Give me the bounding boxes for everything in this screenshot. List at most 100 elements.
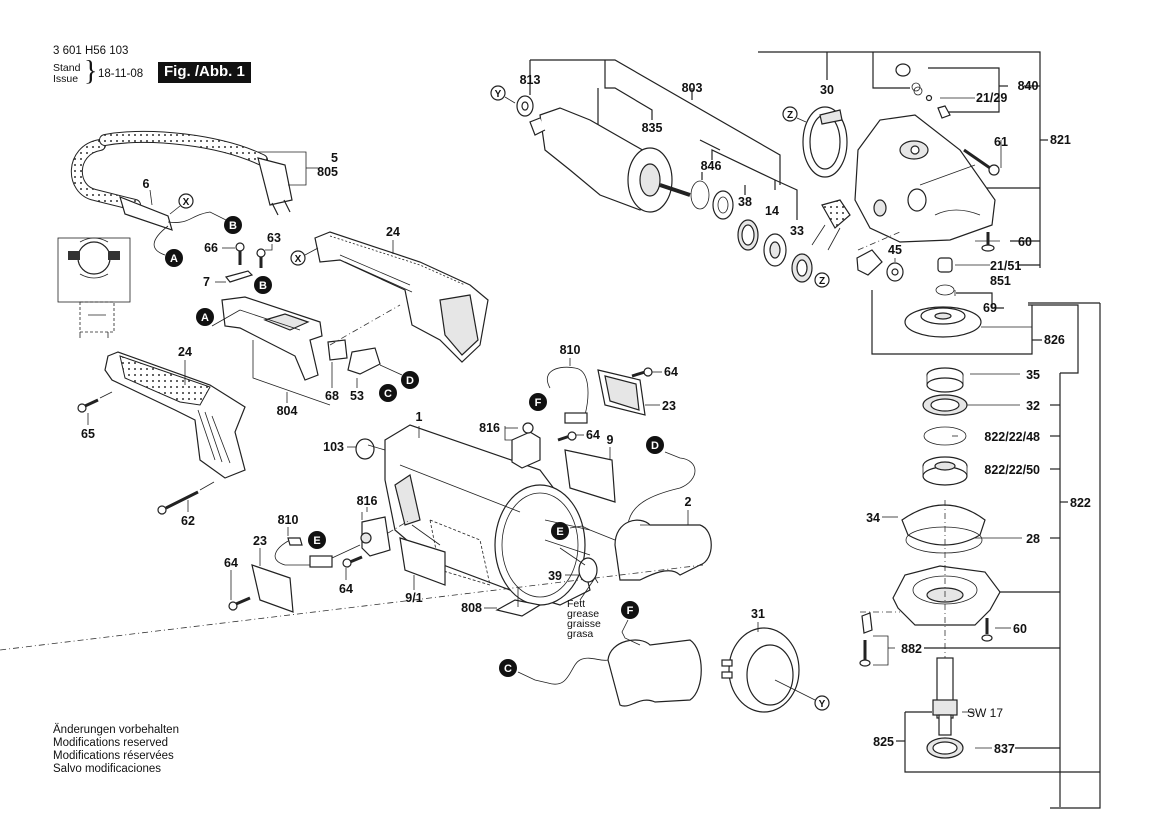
screw-66 [235, 242, 245, 265]
connector-b-mid: B [254, 276, 272, 294]
part-label-32: 32 [1026, 399, 1040, 413]
circlip-69 [935, 284, 955, 296]
power-cable [70, 130, 293, 256]
part-label-60-top: 60 [1018, 235, 1032, 249]
svg-text:E: E [313, 535, 320, 547]
part-label-68: 68 [325, 389, 339, 403]
screw-65 [77, 398, 99, 413]
part-label-28: 28 [1026, 532, 1040, 546]
svg-text:C: C [384, 388, 392, 400]
connector-c-lower: C [499, 659, 517, 677]
document-number: 3 601 H56 103 [53, 45, 129, 57]
issue-date: 18-11-08 [98, 68, 144, 80]
part-label-34: 34 [866, 511, 880, 525]
cap-840 [895, 63, 951, 119]
part-label-826: 826 [1044, 333, 1065, 347]
part-103 [355, 438, 386, 460]
part-label-837: 837 [994, 742, 1015, 756]
brush-holder-816-top [511, 422, 541, 469]
connector-a-mid: A [196, 308, 214, 326]
svg-text:X: X [183, 197, 190, 208]
part-label-2: 2 [685, 495, 692, 509]
sleeve-21-51 [937, 257, 953, 273]
part-label-813: 813 [520, 73, 541, 87]
part-label-1: 1 [416, 410, 423, 424]
grease-note-fr: graisse [567, 618, 601, 630]
screw-60-top [981, 232, 995, 252]
part-label-851: 851 [990, 274, 1011, 288]
set-882 [859, 612, 895, 667]
spindle-stack-bracket-lines [871, 290, 1101, 809]
brush-cover-23-left [251, 564, 294, 613]
part-label-835: 835 [642, 121, 663, 135]
part-label-840: 840 [1018, 79, 1039, 93]
connector-b-top: B [224, 216, 242, 234]
nut-45 [886, 262, 904, 282]
part-label-66: 66 [204, 241, 218, 255]
wrench-size-label: SW 17 [967, 706, 1003, 720]
part-label-21-51: 21/51 [990, 259, 1021, 273]
part-label-61: 61 [994, 135, 1008, 149]
svg-text:F: F [627, 605, 634, 617]
bushing-39 [559, 547, 598, 583]
svg-text:A: A [170, 253, 178, 265]
reference-marker-x-cable: X [169, 193, 194, 215]
brace-symbol: } [84, 56, 98, 87]
bearing-35 [926, 367, 964, 393]
part-label-62: 62 [181, 514, 195, 528]
disclaimer-en: Modifications reserved [53, 737, 169, 749]
part-label-810-top: 810 [560, 343, 581, 357]
svg-text:C: C [504, 663, 512, 675]
connector-d-right: D [646, 436, 664, 454]
bevel-gear-30 [802, 106, 848, 178]
part-label-38: 38 [738, 195, 752, 209]
screw-60-bottom [981, 618, 993, 642]
bevel-gear-826 [904, 306, 982, 338]
pinion [856, 249, 883, 276]
label-9 [564, 449, 616, 503]
svg-text:Y: Y [495, 89, 502, 100]
part-label-35: 35 [1026, 368, 1040, 382]
part-label-805: 805 [317, 165, 338, 179]
screw-64-b [557, 431, 577, 442]
clamp-7 [224, 270, 254, 283]
svg-text:Y: Y [819, 699, 826, 710]
svg-text:A: A [201, 312, 209, 324]
grease-note: Fett grease graisse grasa [567, 598, 601, 640]
reference-marker-y-bottom: Y [774, 679, 830, 711]
carbon-brush-810-left [274, 537, 333, 568]
clamping-nut-837 [926, 737, 964, 759]
flange-822 [892, 565, 1001, 626]
guard-ring-34 [901, 504, 986, 546]
bearing-822-22-50 [922, 456, 968, 486]
cable-label-bracket [258, 151, 318, 186]
part-label-24-bottom: 24 [178, 345, 192, 359]
svg-text:D: D [406, 375, 414, 387]
svg-text:F: F [535, 397, 542, 409]
svg-text:E: E [556, 526, 563, 538]
part-label-14: 14 [765, 204, 779, 218]
screw-63 [256, 248, 266, 268]
field-coil-lower [607, 639, 702, 707]
switch-assembly [221, 296, 381, 381]
part-label-30: 30 [820, 83, 834, 97]
part-label-103: 103 [323, 440, 344, 454]
part-label-5: 5 [331, 151, 338, 165]
armature-bracket-lines [529, 59, 798, 220]
grease-note-de: Fett [567, 598, 585, 610]
svg-text:D: D [651, 440, 659, 452]
figure-label: Fig. /Abb. 1 [158, 62, 251, 83]
part-label-24-top: 24 [386, 225, 400, 239]
spindle-825 [932, 657, 958, 736]
connector-e-right: E [551, 522, 569, 540]
part-label-9: 9 [607, 433, 614, 447]
connector-c-top: C [379, 384, 397, 402]
part-label-808: 808 [461, 601, 482, 615]
label-808 [495, 588, 542, 617]
part-label-822-22-50: 822/22/50 [984, 463, 1040, 477]
part-label-69: 69 [983, 301, 997, 315]
stand-issue-label: Stand Issue [53, 63, 80, 85]
svg-text:Z: Z [787, 110, 793, 121]
seal-32 [922, 394, 968, 416]
